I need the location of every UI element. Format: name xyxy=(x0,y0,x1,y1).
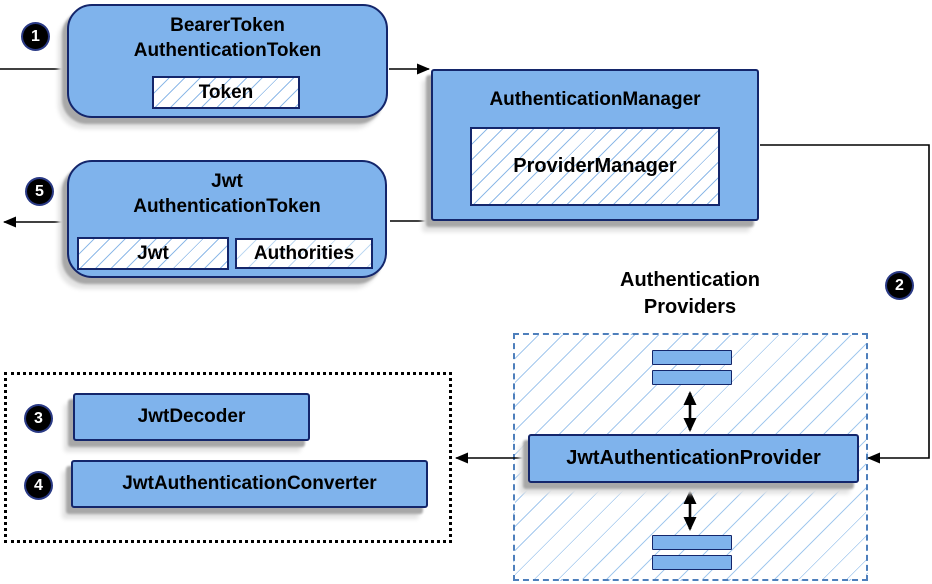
step-2-number: 2 xyxy=(895,276,904,294)
provider-placeholder-bar xyxy=(652,370,732,385)
field-provider-manager-label: ProviderManager xyxy=(513,155,677,177)
step-badge-1: 1 xyxy=(23,24,48,49)
field-authorities-label: Authorities xyxy=(253,242,355,264)
step-3-number: 3 xyxy=(34,409,43,427)
authentication-manager-title-text: AuthenticationManager xyxy=(489,89,701,110)
step-badge-3: 3 xyxy=(26,406,51,431)
jwt-token-title: Jwt AuthenticationToken xyxy=(69,162,385,219)
node-jwt-authentication-converter: JwtAuthenticationConverter xyxy=(71,460,428,508)
jwt-decoder-label: JwtDecoder xyxy=(137,406,246,427)
jwt-processing-group xyxy=(4,372,452,543)
field-token: Token xyxy=(152,76,300,109)
provider-placeholder-bar xyxy=(652,535,732,550)
jwt-authentication-converter-label: JwtAuthenticationConverter xyxy=(122,473,377,494)
authentication-manager-title: AuthenticationManager xyxy=(433,71,757,112)
step-5-number: 5 xyxy=(35,182,44,200)
jwt-token-title-line1: Jwt xyxy=(211,171,243,192)
bearer-token-title-line1: BearerToken xyxy=(170,15,285,36)
provider-placeholder-bar xyxy=(652,350,732,365)
providers-heading-line1: Authentication xyxy=(620,269,760,291)
field-provider-manager: ProviderManager xyxy=(470,127,720,206)
bearer-token-title: BearerToken AuthenticationToken xyxy=(69,6,386,63)
node-jwt-decoder: JwtDecoder xyxy=(73,393,310,441)
node-bearer-token-authentication-token: BearerToken AuthenticationToken Token xyxy=(67,4,388,118)
field-jwt-label: Jwt xyxy=(137,242,169,264)
node-authentication-manager: AuthenticationManager ProviderManager xyxy=(431,69,759,221)
authentication-providers-heading: Authentication Providers xyxy=(565,267,815,321)
node-jwt-authentication-token: Jwt AuthenticationToken Jwt Authorities xyxy=(67,160,387,278)
jwt-authentication-provider-label: JwtAuthenticationProvider xyxy=(566,447,821,469)
step-badge-5: 5 xyxy=(27,179,52,204)
bearer-token-title-line2: AuthenticationToken xyxy=(133,40,322,61)
field-jwt: Jwt xyxy=(77,237,229,270)
step-badge-4: 4 xyxy=(26,473,51,498)
node-jwt-authentication-provider: JwtAuthenticationProvider xyxy=(528,434,859,483)
step-badge-2: 2 xyxy=(887,273,912,298)
step-1-number: 1 xyxy=(31,27,40,45)
providers-heading-line2: Providers xyxy=(643,296,737,318)
jwt-token-title-line2: AuthenticationToken xyxy=(133,196,321,217)
step-4-number: 4 xyxy=(34,476,43,494)
field-token-label: Token xyxy=(198,81,254,103)
provider-placeholder-bar xyxy=(652,555,732,570)
field-authorities: Authorities xyxy=(235,238,373,269)
